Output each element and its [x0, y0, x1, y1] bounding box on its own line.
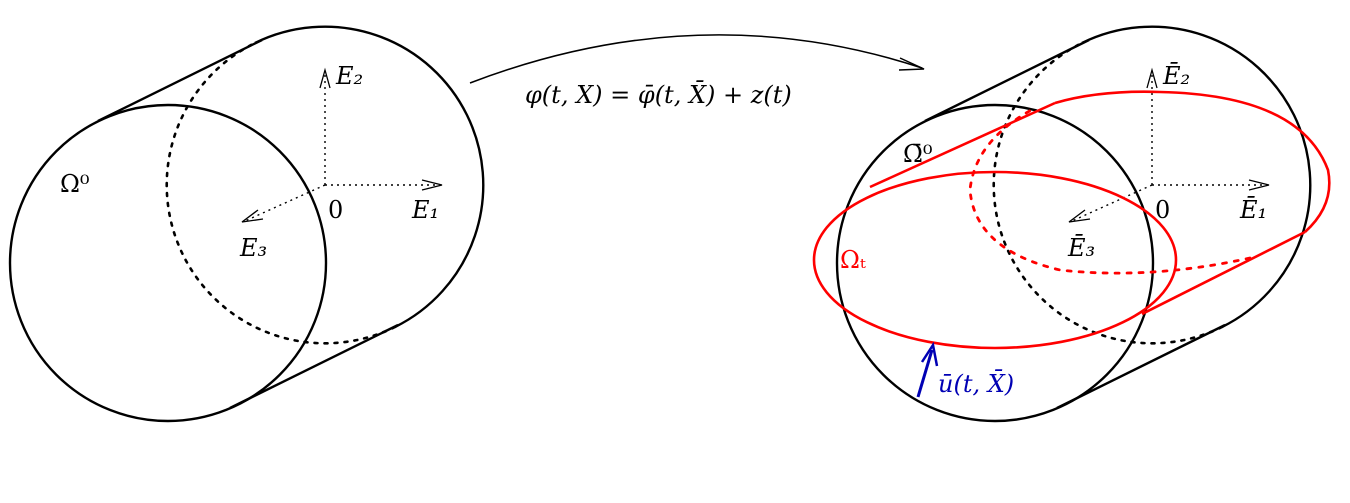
e3-label: Ē₃: [1067, 234, 1095, 262]
e3-label: E₃: [239, 234, 267, 262]
mapping-arrow: φ(t, X) = φ̄(t, X̄) + z(t): [469, 34, 925, 109]
e1-label: Ē₁: [1239, 196, 1267, 224]
domain-label: Ω⁰: [60, 170, 90, 198]
reference-cylinder: Ω⁰ 0 E₁ E₂ E₃: [8, 25, 485, 423]
domain-label: Ω̄⁰: [903, 140, 933, 168]
origin-label: 0: [1155, 196, 1170, 224]
displacement-vector: ū(t, X̄): [916, 341, 1014, 398]
displacement-label: ū(t, X̄): [938, 370, 1014, 398]
e2-label: Ē₂: [1162, 62, 1190, 90]
e1-label: E₁: [411, 196, 439, 224]
current-cylinder: Ω̄⁰ 0 Ē₁ Ē₂ Ē₃ Ωₜ ū(t, X̄): [812, 25, 1331, 423]
e2-label: E₂: [335, 62, 363, 90]
deformed-domain-label: Ωₜ: [840, 246, 866, 274]
mapping-label: φ(t, X) = φ̄(t, X̄) + z(t): [525, 81, 792, 109]
origin-label: 0: [328, 196, 343, 224]
deformed-domain: Ωₜ: [812, 90, 1331, 350]
